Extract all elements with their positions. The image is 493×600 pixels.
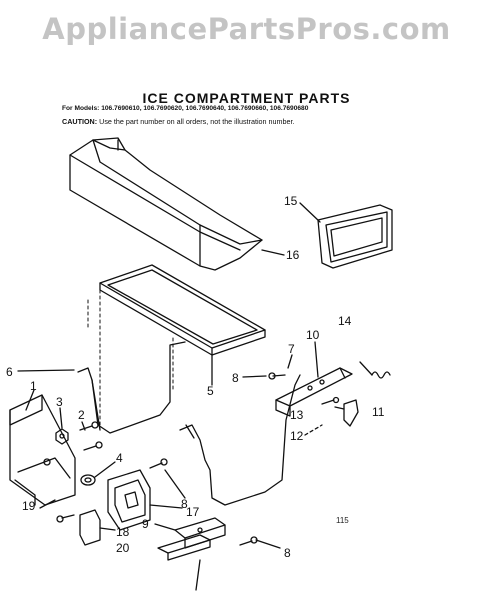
caution-text: Use the part number on all orders, not t…: [99, 117, 295, 126]
callout-9: 9: [142, 517, 149, 531]
leader-3: [59, 407, 63, 429]
lower-bracket: [157, 517, 226, 591]
leader-11: [334, 406, 345, 410]
callout-8-lower: 8: [284, 546, 291, 560]
leader-12: [304, 424, 323, 436]
callout-5: 5: [207, 384, 214, 398]
spring: [359, 361, 391, 379]
right-wire-hanger: [179, 374, 301, 506]
leader-1: [25, 389, 35, 411]
callout-4: 4: [116, 451, 123, 465]
leader-9: [154, 523, 176, 531]
leader-8-middle: [164, 469, 186, 499]
callout-14: 14: [338, 314, 352, 328]
part-13-pin: [321, 396, 340, 405]
leader-17: [149, 504, 183, 509]
callout-1: 1: [30, 379, 37, 393]
nut: [55, 428, 69, 445]
grommet: [80, 474, 96, 486]
right-bracket-assembly: [275, 367, 353, 417]
left-mounting-bracket: [9, 394, 76, 506]
callout-12: 12: [290, 429, 304, 443]
screw-lower: [239, 536, 258, 546]
callout-6: 6: [6, 365, 13, 379]
leader-2: [81, 421, 86, 431]
leader-16: [261, 249, 285, 256]
leader-10: [314, 341, 319, 378]
part-11-clip: [343, 399, 359, 427]
left-wire-hanger: [77, 341, 186, 434]
leader-8-upper: [242, 375, 267, 378]
callout-13: 13: [290, 408, 304, 422]
alignment-lines: [87, 289, 174, 431]
ice-bin: [69, 137, 263, 271]
leader-15: [299, 202, 321, 223]
callout-17: 17: [186, 505, 200, 519]
caution-line: CAUTION: Use the part number on all orde…: [62, 117, 482, 126]
diagram-title: ICE COMPARTMENT PARTS: [142, 90, 351, 106]
screws-part-2: [79, 421, 103, 451]
switch-housing: [107, 469, 151, 531]
callout-8-middle: 8: [181, 497, 188, 511]
models-line: For Models: 106.7690610, 106.7690620, 10…: [62, 105, 309, 112]
screw-upper: [268, 354, 293, 380]
callout-11: 11: [372, 405, 385, 419]
caution-label: CAUTION:: [62, 117, 98, 126]
callout-15: 15: [284, 194, 298, 208]
callout-7: 7: [288, 342, 295, 356]
callout-8-upper: 8: [232, 371, 239, 385]
callout-10: 10: [306, 328, 320, 342]
leader-6: [17, 369, 75, 372]
callout-19: 19: [22, 499, 36, 513]
watermark: AppliancePartsPros.com: [42, 12, 451, 46]
callout-16: 16: [286, 248, 300, 262]
leader-18: [99, 527, 116, 531]
drawing-code: 115: [336, 516, 349, 525]
leader-4: [94, 461, 116, 478]
switch: [56, 509, 101, 546]
callout-2: 2: [78, 408, 85, 422]
callout-18: 18: [116, 525, 130, 539]
leader-19: [39, 499, 56, 509]
callout-3: 3: [56, 395, 63, 409]
ice-tray-shelf: [99, 264, 266, 356]
leader-8-lower: [255, 539, 281, 549]
ice-compartment-front: [317, 204, 393, 269]
screw-middle: [149, 458, 168, 469]
callout-20: 20: [116, 541, 130, 555]
